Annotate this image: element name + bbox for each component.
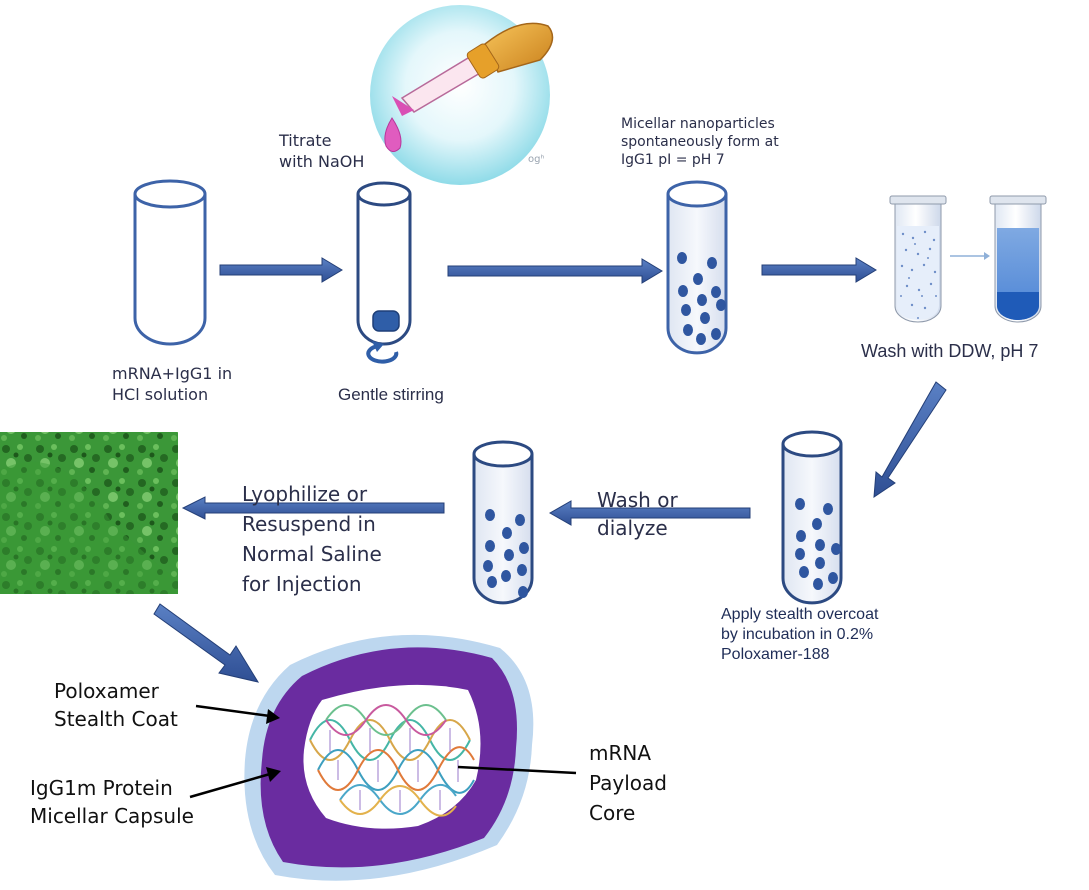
- dropper-icon: ogʰ: [370, 5, 554, 185]
- flow-arrow: [181, 496, 445, 520]
- micrograph-image: [0, 432, 178, 594]
- capsule-label-line: IgG1m Protein: [30, 776, 173, 800]
- svg-text:ogʰ: ogʰ: [528, 154, 545, 165]
- micelle-label-line: IgG1 pI = pH 7: [621, 152, 725, 168]
- nanoparticle-dots: [795, 498, 841, 590]
- overcoat-label: Apply stealth overcoat by incubation in …: [721, 605, 878, 665]
- nanoparticle-dots: [677, 252, 726, 345]
- pointer-arrows: [189, 704, 577, 799]
- capsule-label-line: Micellar Capsule: [30, 804, 194, 828]
- stir-rotation-icon: [366, 341, 399, 364]
- stir-bar: [372, 310, 400, 332]
- start-label-line: mRNA+IgG1 in: [112, 364, 233, 383]
- overcoat-label-line: Apply stealth overcoat: [721, 606, 879, 623]
- core-label-line: Payload: [589, 771, 667, 795]
- core-label-line: Core: [589, 801, 636, 825]
- dialyze-label: Wash or dialyze: [597, 486, 678, 542]
- overcoat-label-line: by incubation in 0.2%: [721, 626, 874, 643]
- wash-tube-speckled: [889, 195, 947, 323]
- start-label-line: HCl solution: [112, 385, 209, 404]
- core-label-line: mRNA: [589, 741, 652, 765]
- capsule-label: IgG1m Protein Micellar Capsule: [30, 774, 194, 830]
- dna-helix-icon: [309, 704, 475, 817]
- overcoat-label-line: Poloxamer-188: [721, 646, 830, 663]
- stir-label: Gentle stirring: [338, 385, 444, 404]
- titrate-label-line: Titrate: [279, 131, 332, 150]
- lyophilize-label-line: Normal Saline: [242, 542, 382, 566]
- start-label: mRNA+IgG1 in HCl solution: [112, 363, 232, 405]
- test-tube-icon: [133, 179, 207, 346]
- flow-arrow: [548, 500, 751, 526]
- nanoparticle-dots: [483, 509, 529, 598]
- flow-arrow: [153, 603, 260, 683]
- coat-label-line: Stealth Coat: [54, 707, 178, 731]
- wash-label: Wash with DDW, pH 7: [861, 341, 1039, 361]
- micelle-label-line: spontaneously form at: [621, 134, 779, 150]
- dialyze-label-line: Wash or: [597, 488, 678, 512]
- coat-label: Poloxamer Stealth Coat: [54, 677, 178, 733]
- core-label: mRNA Payload Core: [589, 738, 667, 828]
- coat-label-line: Poloxamer: [54, 679, 159, 703]
- test-tube-icon: [666, 180, 728, 355]
- micelle-label: Micellar nanoparticles spontaneously for…: [621, 115, 779, 169]
- lyophilize-label-line: Resuspend in: [242, 512, 376, 536]
- mrna-core: [303, 684, 481, 829]
- dialyze-label-line: dialyze: [597, 516, 668, 540]
- flow-arrow: [873, 381, 947, 498]
- lyophilize-label-line: Lyophilize or: [242, 482, 368, 506]
- test-tube-icon: [356, 181, 412, 346]
- lyophilize-label-line: for Injection: [242, 572, 362, 596]
- titrate-label: Titrate with NaOH: [279, 130, 364, 172]
- flow-arrow: [447, 258, 663, 284]
- nanoparticle-cross-section: [244, 634, 534, 881]
- wash-tube-blue: [989, 195, 1047, 323]
- micelle-label-line: Micellar nanoparticles: [621, 116, 775, 132]
- titrate-label-line: with NaOH: [279, 152, 365, 171]
- wash-small-arrow: [950, 252, 990, 260]
- flow-arrow: [219, 257, 343, 283]
- test-tube-icon: [472, 440, 534, 605]
- flow-arrow: [761, 257, 877, 283]
- test-tube-icon: [781, 430, 843, 605]
- lyophilize-label: Lyophilize or Resuspend in Normal Saline…: [242, 479, 382, 599]
